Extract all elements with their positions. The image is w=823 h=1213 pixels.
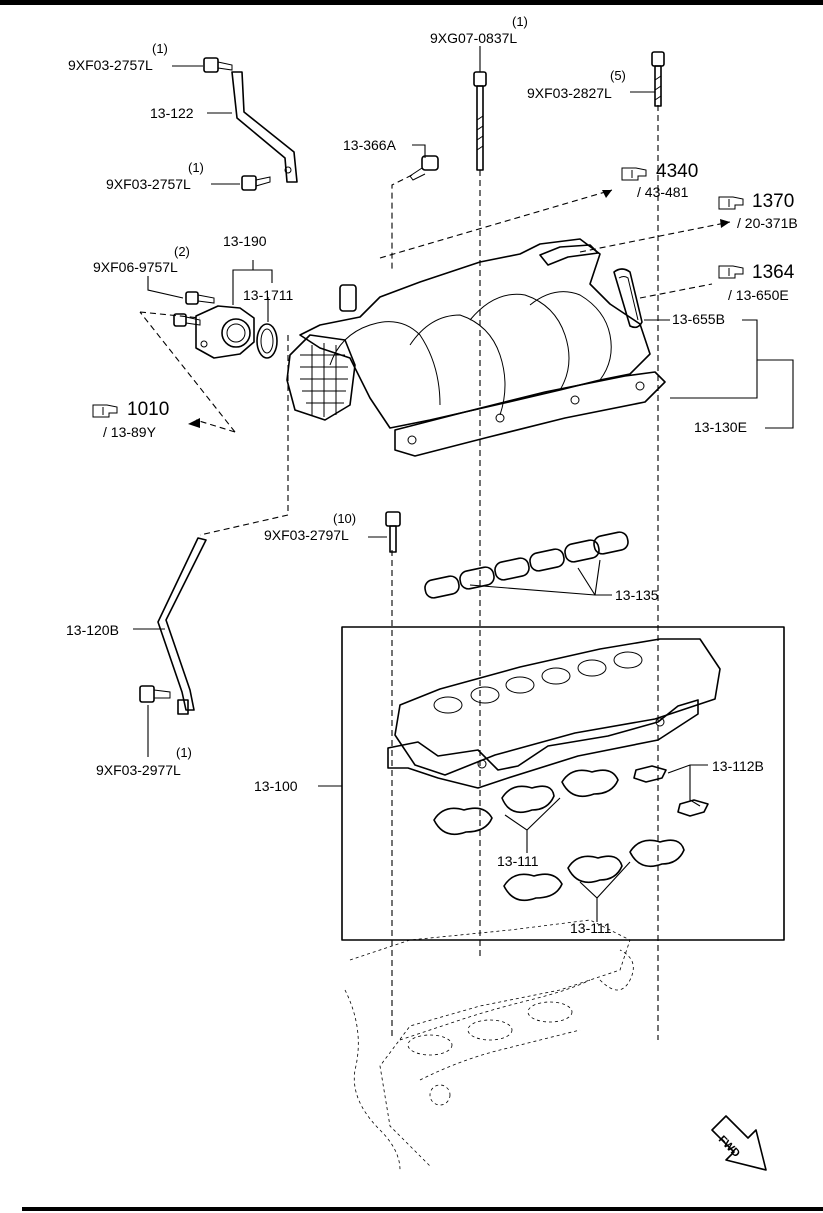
bolt-upper-bracket	[203, 57, 233, 73]
bolt-9xf03-2827	[651, 51, 665, 107]
part-number-label: 13-100	[254, 778, 298, 794]
gaskets-13-111-lower	[503, 839, 685, 902]
callout-c13: 13-135	[615, 587, 659, 603]
part-number-label: 13-1711	[243, 287, 294, 303]
part-number-label: 13-111	[570, 920, 612, 936]
callout-c14: 13-120B	[66, 622, 119, 638]
part-number-label: 13-366A	[343, 137, 397, 153]
reference-r1: 4340 / 43-481	[621, 161, 698, 200]
reference-r2: 1370 / 20-371B	[718, 191, 798, 231]
quantity-label: (1)	[188, 160, 204, 175]
bolt-lower-bracket	[241, 175, 271, 191]
pointing-hand-icon	[718, 196, 744, 210]
stud-bolt-9xg07	[473, 71, 487, 171]
callout-c4: (1) 9XG07-0837L	[430, 14, 528, 46]
part-number-label: 13-122	[150, 105, 194, 121]
bolt-9xf03-2797	[385, 511, 401, 553]
gasket-13-655b	[613, 268, 643, 329]
bottom-border	[22, 1207, 823, 1211]
callout-c8: (2) 9XF06-9757L	[93, 244, 190, 275]
callout-c3: (1) 9XF03-2757L	[106, 160, 204, 192]
reference-page-number: 1364	[752, 262, 795, 283]
quantity-label: (1)	[512, 14, 528, 29]
callout-c10: 13-655B	[672, 311, 725, 327]
part-number-label: 13-112B	[712, 758, 764, 774]
part-number-label: 13-120B	[66, 622, 119, 638]
throttle-flange-grid	[286, 334, 356, 421]
gasket-13-1711	[256, 323, 278, 359]
upper-intake-manifold-13-130e	[299, 238, 666, 457]
engine-block-outline	[344, 919, 634, 1171]
pointing-hand-icon	[92, 404, 118, 418]
forward-arrow-icon	[711, 1115, 767, 1171]
bracket-13-122	[231, 71, 298, 183]
reference-subsection: / 13-650E	[728, 287, 789, 303]
callout-c18: 13-111	[497, 853, 539, 869]
part-number-label: 9XG07-0837L	[430, 30, 517, 46]
quantity-label: (2)	[174, 244, 190, 259]
bolt-9xf03-2977	[139, 685, 171, 703]
part-number-label: 9XF03-2827L	[527, 85, 612, 101]
callout-c5: (5) 9XF03-2827L	[527, 68, 626, 101]
callout-c6: 13-366A	[343, 137, 397, 153]
top-border	[0, 0, 823, 5]
throttle-body-13-190	[195, 305, 255, 359]
callout-c12: (10) 9XF03-2797L	[264, 511, 356, 543]
gaskets-13-112b	[633, 765, 709, 817]
pointing-hand-icon	[718, 265, 744, 279]
callout-c7: 13-190	[223, 233, 267, 249]
reference-page-number: 1010	[127, 399, 169, 420]
quantity-label: (1)	[176, 745, 192, 760]
reference-page-number: 1370	[752, 191, 794, 212]
reference-r4: 1010 / 13-89Y	[92, 399, 169, 440]
callout-c2: 13-122	[150, 105, 194, 121]
part-number-label: 9XF03-2757L	[106, 176, 191, 192]
pointing-hand-icon	[621, 167, 647, 181]
callout-c19: 13-111	[570, 920, 612, 936]
part-number-label: 13-655B	[672, 311, 725, 327]
part-number-label: 9XF03-2797L	[264, 527, 349, 543]
quantity-label: (1)	[152, 41, 168, 56]
quantity-label: (10)	[333, 511, 356, 526]
part-number-label: 13-130E	[694, 419, 747, 435]
reference-subsection: / 43-481	[637, 184, 689, 200]
callout-c16: 13-100	[254, 778, 298, 794]
part-number-label: 9XF03-2977L	[96, 762, 181, 778]
assembly-guide-lines	[139, 105, 731, 1040]
leader-lines	[133, 46, 794, 922]
part-number-label: 9XF06-9757L	[93, 259, 178, 275]
lower-intake-manifold-13-100	[387, 638, 721, 789]
part-number-label: 13-135	[615, 587, 659, 603]
callout-c9: 13-1711	[243, 287, 294, 303]
part-number-label: 13-111	[497, 853, 539, 869]
part-number-label: 9XF03-2757L	[68, 57, 153, 73]
lower-manifold-kit-frame	[341, 626, 785, 941]
gaskets-13-135	[424, 531, 629, 599]
reference-r3: 1364 / 13-650E	[718, 262, 795, 303]
bolt-9xf06	[173, 291, 215, 327]
reference-subsection: / 20-371B	[737, 215, 798, 231]
forward-direction-indicator: FWD	[711, 1115, 767, 1171]
bracket-13-120b	[157, 537, 207, 715]
screw-13-366a	[409, 155, 439, 181]
callout-c15: (1) 9XF03-2977L	[96, 745, 192, 778]
reference-subsection: / 13-89Y	[103, 424, 157, 440]
callout-c1: (1) 9XF03-2757L	[68, 41, 168, 73]
callout-c17: 13-112B	[712, 758, 764, 774]
part-number-label: 13-190	[223, 233, 267, 249]
callout-c11: 13-130E	[694, 419, 747, 435]
gaskets-13-111-upper	[433, 769, 619, 836]
reference-page-number: 4340	[656, 161, 698, 182]
quantity-label: (5)	[610, 68, 626, 83]
